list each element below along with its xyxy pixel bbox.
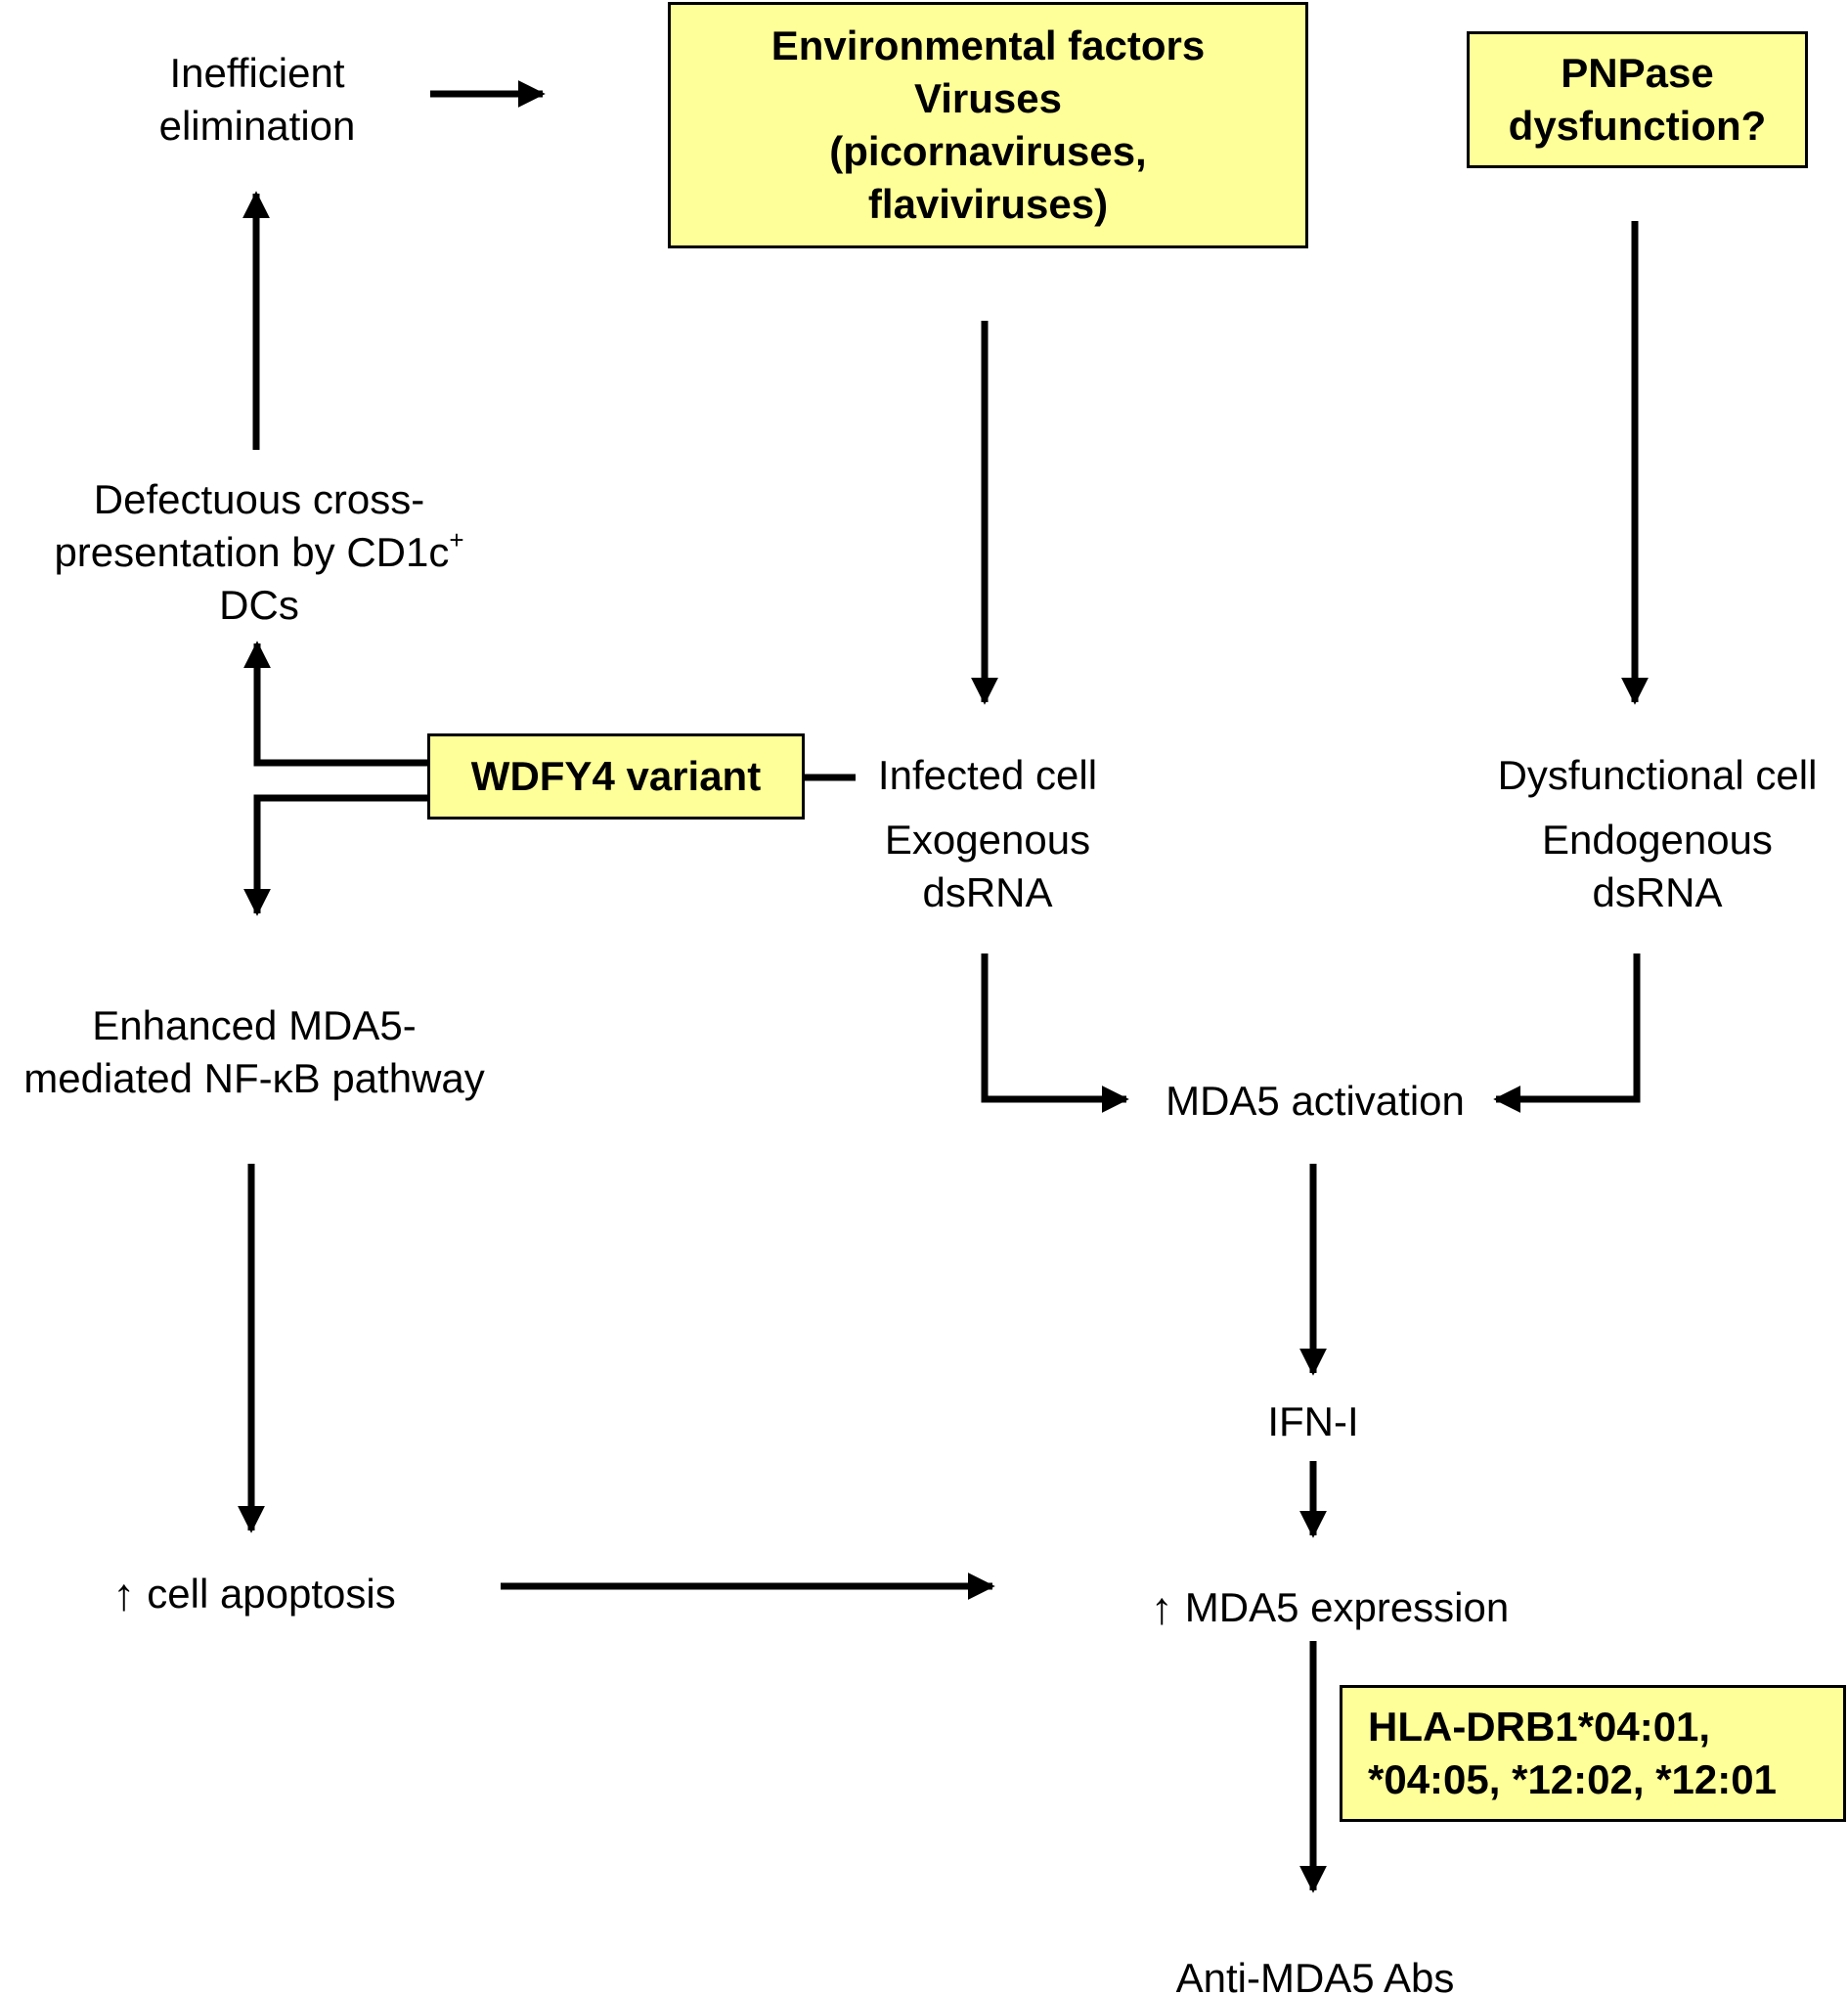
node-infected-cell-line-1: Infected cell: [877, 752, 1098, 798]
arrow-wdfy4-to-crosspresentation: [243, 641, 427, 767]
node-anti-mda5-abs-label: Anti-MDA5 Abs: [1175, 1955, 1455, 1995]
node-defectuous-cross-presentation: Defectuous cross- presentation by CD1c+ …: [20, 469, 499, 636]
arrow-infected-cell-to-mda5-activation: [981, 953, 1129, 1113]
box-pnpase-line-1: PNPase: [1561, 50, 1714, 96]
node-inefficient-elimination-line-1: Inefficient: [169, 50, 345, 96]
box-wdfy4-label: WDFY4 variant: [470, 753, 762, 799]
node-inefficient-elimination: Inefficient elimination: [110, 43, 404, 156]
node-dysfunctional-cell-line-3: dsRNA: [1592, 869, 1723, 915]
box-hla-drb1-line-2: *04:05, *12:02, *12:01: [1368, 1756, 1777, 1802]
node-dysfunctional-cell: Dysfunctional cell Endogenous dsRNA: [1476, 749, 1838, 925]
box-environmental-factors-line-2: Viruses: [914, 75, 1062, 121]
node-defectuous-line-2-text: presentation by CD1c: [54, 529, 450, 575]
box-environmental-factors-line-4: flaviviruses): [867, 181, 1109, 227]
box-environmental-factors-line-1: Environmental factors: [770, 22, 1206, 68]
box-environmental-factors: Environmental factors Viruses (picornavi…: [668, 2, 1308, 248]
box-hla-drb1: HLA-DRB1*04:01, *04:05, *12:02, *12:01: [1340, 1685, 1846, 1822]
arrow-dysfunctional-cell-to-mda5-activation: [1493, 953, 1641, 1113]
node-ifn-i-label: IFN-I: [1267, 1398, 1359, 1444]
node-infected-cell-line-3: dsRNA: [922, 869, 1053, 915]
node-dysfunctional-cell-line-1: Dysfunctional cell: [1497, 752, 1818, 798]
node-enhanced-mda5-line-2: mediated NF-κB pathway: [23, 1055, 485, 1101]
node-defectuous-line-1: Defectuous cross-: [93, 476, 425, 522]
box-environmental-factors-line-3: (picornaviruses,: [829, 128, 1147, 174]
node-inefficient-elimination-line-2: elimination: [158, 103, 356, 149]
up-arrow-icon: ↑: [112, 1569, 136, 1619]
node-defectuous-line-2: presentation by CD1c+: [54, 526, 463, 579]
box-wdfy4-variant: WDFY4 variant: [427, 733, 805, 820]
node-ifn-i: IFN-I: [1215, 1393, 1411, 1451]
node-anti-mda5-abs: Anti-MDA5 Abs: [1134, 1946, 1496, 1995]
node-enhanced-mda5-pathway: Enhanced MDA5- mediated NF-κB pathway: [0, 996, 508, 1109]
node-cell-apoptosis-label: cell apoptosis: [147, 1571, 396, 1617]
superscript-plus: +: [449, 525, 464, 554]
node-defectuous-line-3: DCs: [219, 582, 299, 628]
node-infected-cell-line-2: Exogenous: [884, 817, 1091, 863]
node-mda5-activation-label: MDA5 activation: [1166, 1078, 1465, 1124]
box-pnpase-line-2: dysfunction?: [1508, 103, 1767, 149]
node-infected-cell: Infected cell Exogenous dsRNA: [841, 749, 1134, 925]
node-mda5-expression-label: MDA5 expression: [1184, 1584, 1510, 1630]
arrow-wdfy4-to-enhanced-mda5: [243, 794, 427, 916]
up-arrow-icon: ↑: [1150, 1582, 1173, 1633]
node-mda5-expression: ↑ MDA5 expression: [1115, 1578, 1545, 1637]
node-dysfunctional-cell-line-2: Endogenous: [1542, 817, 1773, 863]
box-pnpase-dysfunction: PNPase dysfunction?: [1467, 31, 1808, 168]
node-mda5-activation: MDA5 activation: [1134, 1072, 1496, 1130]
node-cell-apoptosis: ↑ cell apoptosis: [78, 1565, 430, 1623]
node-enhanced-mda5-line-1: Enhanced MDA5-: [92, 1002, 417, 1048]
box-hla-drb1-line-1: HLA-DRB1*04:01,: [1368, 1704, 1711, 1750]
